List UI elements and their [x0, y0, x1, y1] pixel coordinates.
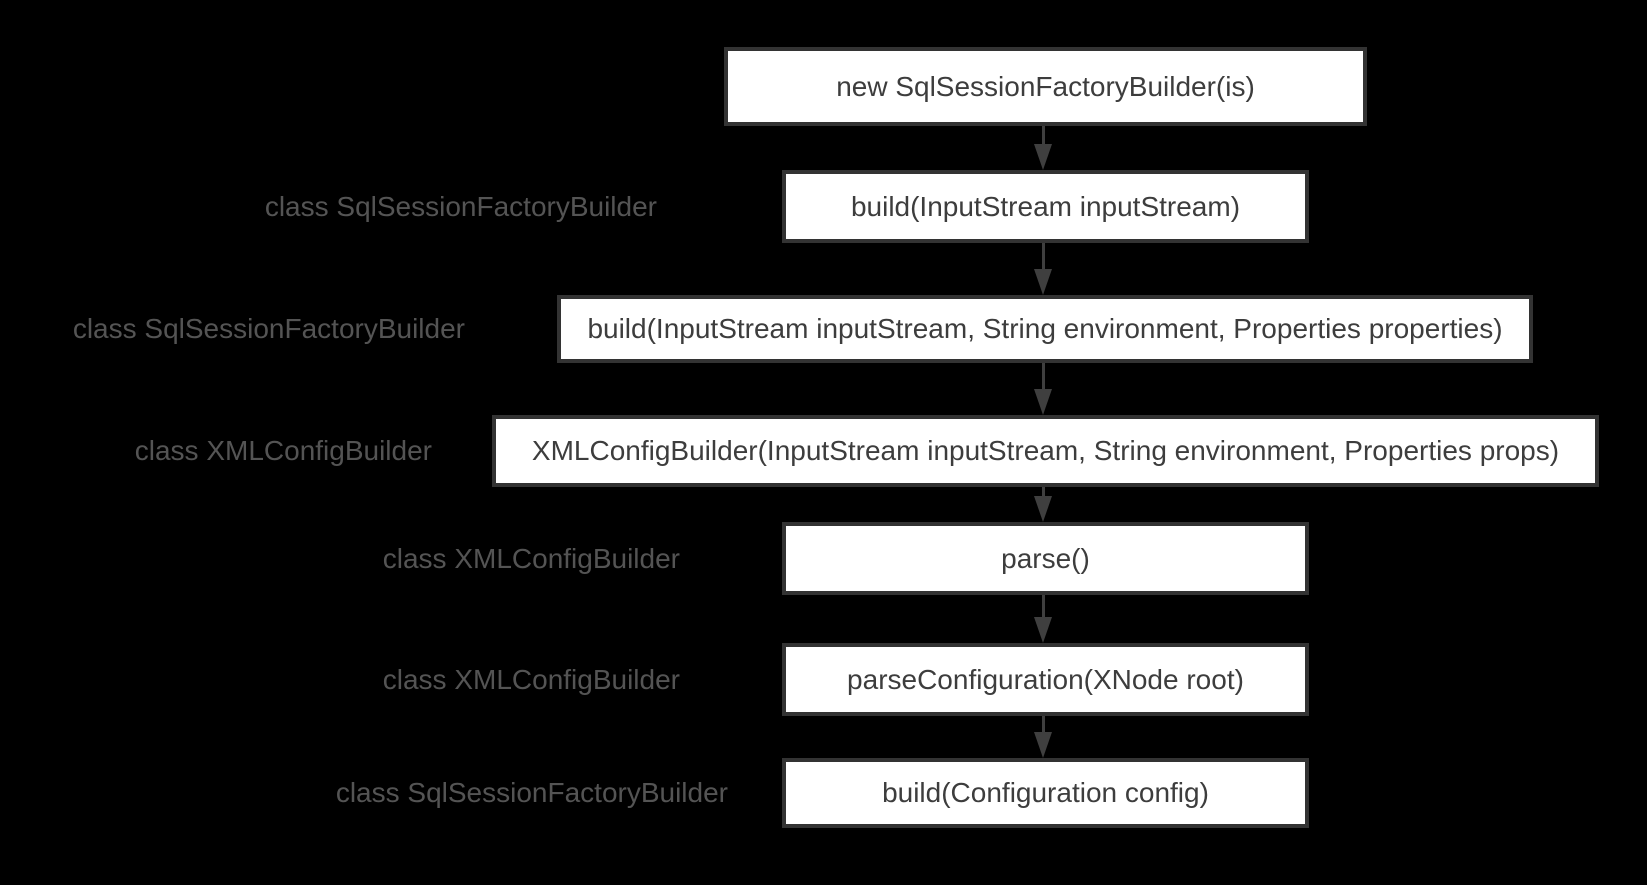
down-arrow-icon [1032, 243, 1054, 295]
down-arrow-icon [1032, 126, 1054, 170]
flow-node-text: XMLConfigBuilder(InputStream inputStream… [531, 435, 1560, 466]
arrow-head [1034, 496, 1052, 522]
flow-node-text: parse() [1001, 542, 1090, 574]
class-label: class SqlSessionFactoryBuilder [72, 313, 465, 344]
flow-node-parse: parse() [782, 522, 1309, 595]
flow-node-parseconfiguration: parseConfiguration(XNode root) [782, 643, 1309, 716]
arrow-stem [1041, 243, 1045, 269]
arrow-head [1034, 269, 1052, 295]
flow-node-build-inputstream-env-props: build(InputStream inputStream, String en… [557, 295, 1533, 363]
down-arrow-icon [1032, 363, 1054, 415]
flow-node-build-inputstream: build(InputStream inputStream) [782, 170, 1309, 243]
class-label: class SqlSessionFactoryBuilder [264, 190, 657, 222]
flow-node-text: build(Configuration config) [882, 777, 1209, 808]
down-arrow-icon [1032, 716, 1054, 758]
arrow-head [1034, 144, 1052, 170]
arrow-stem [1041, 487, 1045, 496]
class-label: class XMLConfigBuilder [134, 435, 432, 466]
flow-node-xmlconfigbuilder-ctor: XMLConfigBuilder(InputStream inputStream… [492, 415, 1599, 487]
flow-node-text: new SqlSessionFactoryBuilder(is) [836, 70, 1255, 102]
flow-node-text: parseConfiguration(XNode root) [847, 663, 1244, 695]
arrow-stem [1041, 595, 1045, 617]
class-label: class XMLConfigBuilder [382, 663, 680, 695]
flow-node-build-configuration: build(Configuration config) [782, 758, 1309, 828]
arrow-head [1034, 732, 1052, 758]
arrow-stem [1041, 126, 1045, 144]
flow-node-new-sqlsessionfactorybuilder: new SqlSessionFactoryBuilder(is) [724, 47, 1367, 126]
class-label: class XMLConfigBuilder [382, 542, 680, 574]
arrow-head [1034, 389, 1052, 415]
class-label: class SqlSessionFactoryBuilder [335, 777, 728, 808]
arrow-head [1034, 617, 1052, 643]
flow-node-text: build(InputStream inputStream, String en… [587, 313, 1503, 344]
flow-node-text: build(InputStream inputStream) [850, 190, 1241, 222]
arrow-stem [1041, 716, 1045, 732]
down-arrow-icon [1032, 595, 1054, 643]
arrow-stem [1041, 363, 1045, 389]
down-arrow-icon [1032, 487, 1054, 522]
